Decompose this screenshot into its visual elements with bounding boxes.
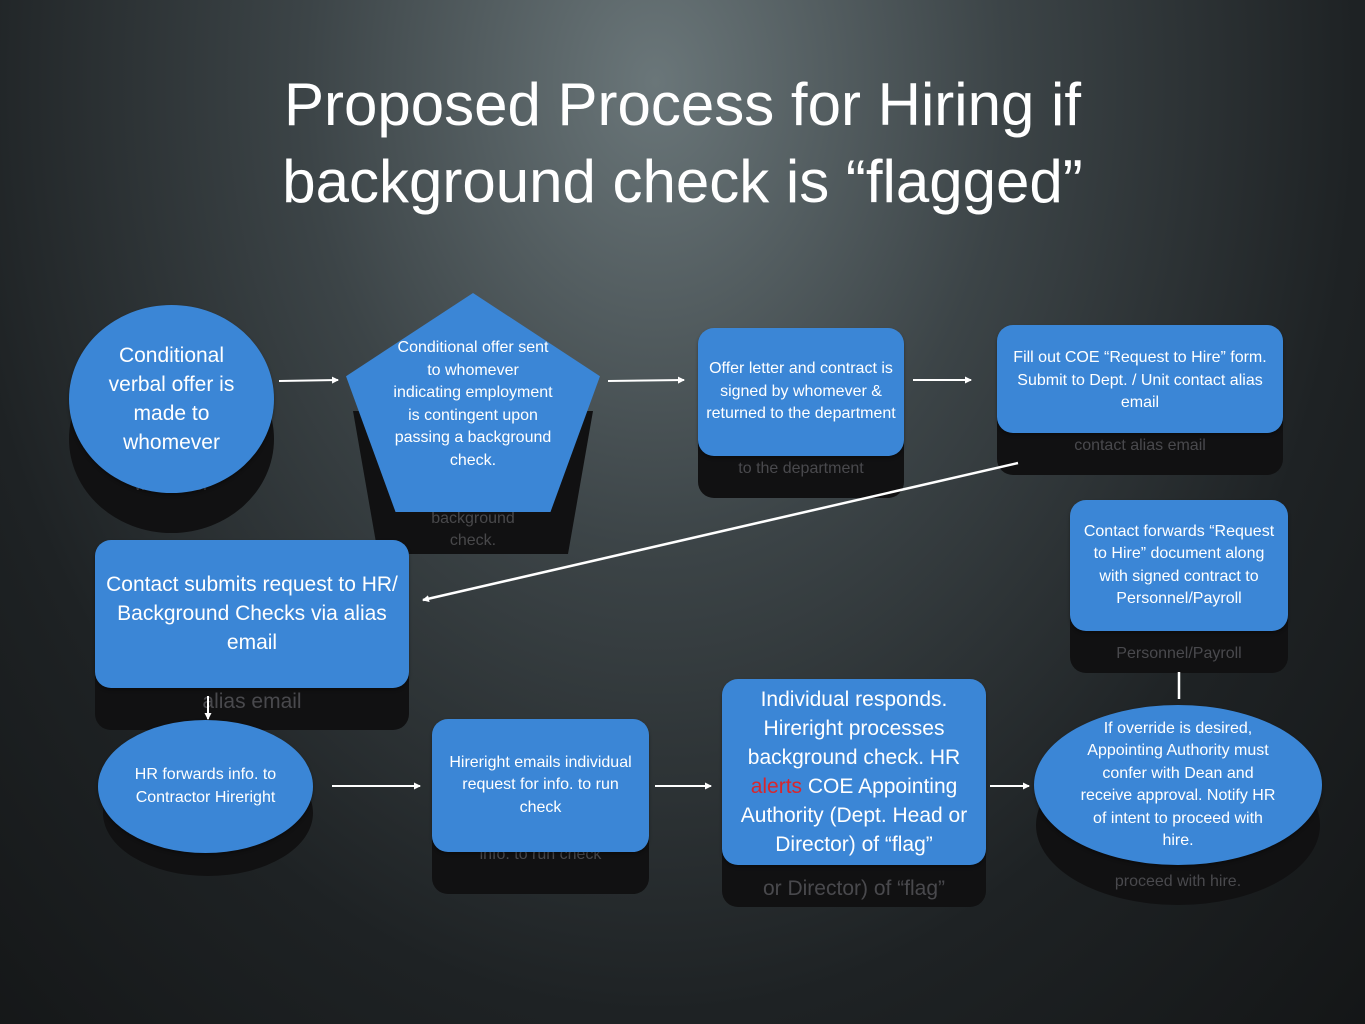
step-contact-submits-box: Contact submits request to HR/ Backgroun… (95, 540, 409, 688)
arrow-verbal-to-offer (278, 376, 339, 384)
arrow-form-to-submit (422, 461, 1019, 603)
step-override-box: If override is desired, Appointing Autho… (1034, 705, 1322, 865)
title-line-2: background check is “flagged” (282, 148, 1083, 215)
alerts-word: alerts (750, 775, 803, 798)
responds-text-after: COE Appointing Authority (Dept. Head or … (740, 775, 968, 856)
step-individual-responds-box: Individual responds. Hireright processes… (722, 679, 986, 865)
arrow-offer-to-signed (607, 376, 685, 384)
step-fill-form-box: Fill out COE “Request to Hire” form. Sub… (997, 325, 1283, 433)
title-line-1: Proposed Process for Hiring if (284, 71, 1081, 138)
step-individual-responds-text: Individual responds. Hireright processes… (728, 685, 980, 859)
slide-title: Proposed Process for Hiring if backgroun… (0, 66, 1365, 220)
step-hireright-emails-box: Hireright emails individual request for … (432, 719, 649, 852)
step-verbal-offer-box: Conditional verbal offer is made to whom… (69, 305, 274, 493)
step-offer-signed-box: Offer letter and contract is signed by w… (698, 328, 904, 456)
responds-text-before: Individual responds. Hireright processes… (747, 688, 961, 769)
step-hr-forwards-box: HR forwards info. to Contractor Hirerigh… (98, 720, 313, 853)
step-contact-forwards-box: Contact forwards “Request to Hire” docum… (1070, 500, 1288, 631)
